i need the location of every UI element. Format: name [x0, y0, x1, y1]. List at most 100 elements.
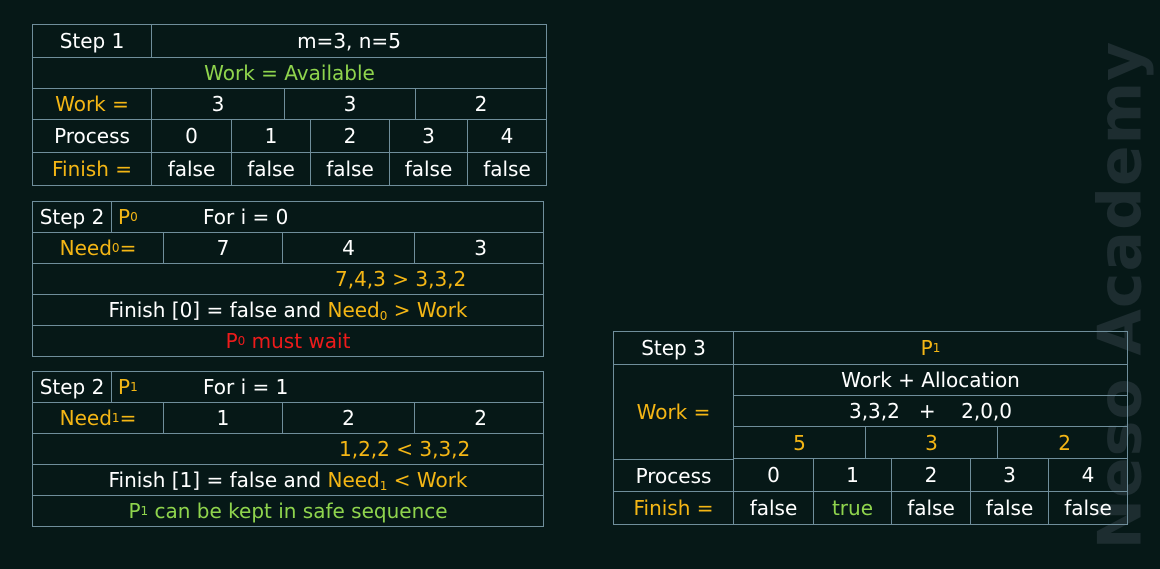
- step3-process-1: 1: [813, 459, 891, 491]
- step3-process-row: 0 1 2 3 4: [734, 458, 1127, 491]
- step2-p1-cond-row: Finish [1] = false and Need1 < Work: [33, 464, 543, 495]
- step2-p1-compare-row: 1,2,2 < 3,3,2: [33, 433, 543, 464]
- step2-p0-proc-name: P: [118, 205, 131, 229]
- step2-p0-cond-need-text: Need: [327, 298, 380, 322]
- step1-params: m=3, n=5: [151, 25, 546, 57]
- step2-p0-need-label-text: Need: [59, 236, 112, 260]
- step2-p1-cond-need-text: Need: [327, 468, 380, 492]
- step2-p1-need-0: 1: [163, 403, 282, 433]
- step2-p0-cond: Finish [0] = false and Need0 > Work: [33, 295, 543, 325]
- step2-p1-header-spacer: [321, 372, 543, 402]
- step2-p0-cond-rest: > Work: [387, 298, 468, 322]
- step3-finish-2: false: [891, 492, 970, 524]
- step1-finish-2: false: [310, 153, 389, 185]
- step3-finish-row: false true false false false: [734, 491, 1127, 524]
- step2-p1-compare: 1,2,2 < 3,3,2: [339, 437, 471, 461]
- step3-work-row: 5 3 2: [734, 426, 1127, 458]
- step2-p1-need-1: 2: [282, 403, 414, 433]
- step1-header-row: Step 1 m=3, n=5: [33, 25, 546, 57]
- step1-finish-0: false: [151, 153, 231, 185]
- step1-work-1: 3: [284, 89, 415, 119]
- step2-p1-cond-text: Finish [1] = false and: [108, 468, 328, 492]
- step2-p1-result-p: P: [128, 499, 141, 523]
- step3-work-0: 5: [793, 430, 806, 455]
- step2-p1-label: Step 2: [39, 375, 105, 399]
- step2-p1-cond-rest: < Work: [387, 468, 468, 492]
- step1-label: Step 1: [59, 29, 125, 53]
- step3-proc-name: P: [920, 336, 933, 360]
- step2-p1-cond-need-sub: 1: [379, 479, 388, 493]
- step2-p0-cond-need: Need0 > Work: [327, 298, 467, 322]
- step1-work-eq: Work = Available: [204, 61, 375, 85]
- step2-p0-cond-need-sub: 0: [379, 309, 388, 323]
- step2-p0-need-2: 3: [414, 233, 543, 263]
- step2-p1-cond: Finish [1] = false and Need1 < Work: [33, 465, 543, 495]
- step1-table: Step 1 m=3, n=5 Work = Available Work = …: [32, 24, 547, 186]
- step3-sum: 3,3,2 + 2,0,0: [734, 395, 1127, 426]
- step2-p0-need-0: 7: [163, 233, 282, 263]
- step1-finish-row: Finish = false false false false false: [33, 152, 546, 185]
- step2-p0-result-p: P: [225, 329, 238, 353]
- step3-work-label: Work =: [614, 364, 733, 459]
- step2-p0-cond-text: Finish [0] = false and: [108, 298, 328, 322]
- step1-finish-1: false: [231, 153, 310, 185]
- step2-p0-cond-row: Finish [0] = false and Need0 > Work: [33, 294, 543, 325]
- step1-work-0: 3: [151, 89, 284, 119]
- step2-p0-header-spacer: [321, 202, 543, 232]
- step2-p1-need-label-text: Need: [59, 406, 112, 430]
- step1-process-1: 1: [231, 120, 310, 152]
- step2-p0-compare: 7,4,3 > 3,3,2: [335, 267, 467, 291]
- step3-process-4: 4: [1048, 459, 1127, 491]
- step1-finish-4: false: [467, 153, 546, 185]
- step3-finish-1: true: [813, 492, 891, 524]
- step2-p1-result-text: can be kept in safe sequence: [148, 499, 448, 523]
- step3-finish-0: false: [749, 496, 798, 520]
- step1-finish-label: Finish =: [51, 157, 133, 181]
- step2-p0-label: Step 2: [39, 205, 105, 229]
- step1-work-row: Work = 3 3 2: [33, 88, 546, 119]
- step3-finish-label: Finish =: [614, 491, 733, 523]
- step1-process-3: 3: [389, 120, 467, 152]
- step3-formula: Work + Allocation: [734, 364, 1127, 395]
- step2-p1-cond-need: Need1 < Work: [327, 468, 467, 492]
- step2-p0-need-label-eq: =: [119, 236, 137, 260]
- step2-p1-need-label-eq: =: [119, 406, 137, 430]
- step1-process-2: 2: [310, 120, 389, 152]
- step2-p1-for: For i = 1: [203, 375, 289, 399]
- step2-p0-need-1: 4: [282, 233, 414, 263]
- step1-finish-3: false: [389, 153, 467, 185]
- step1-process-row: Process 0 1 2 3 4: [33, 119, 546, 152]
- step3-process-3: 3: [970, 459, 1048, 491]
- step3-process-0: 0: [767, 463, 780, 487]
- step3-finish-3: false: [970, 492, 1048, 524]
- step3-finish-4: false: [1048, 492, 1127, 524]
- step3-process-label: Process: [614, 459, 733, 491]
- step1-work-label: Work =: [55, 92, 129, 116]
- step2-p0-compare-row: 7,4,3 > 3,3,2: [33, 263, 543, 294]
- step3-process-2: 2: [891, 459, 970, 491]
- step3-label: Step 3: [641, 336, 706, 360]
- step2-p0-for: For i = 0: [203, 205, 289, 229]
- step1-process-0: 0: [151, 120, 231, 152]
- step3-work-1: 3: [865, 427, 997, 458]
- step1-work-2: 2: [415, 89, 546, 119]
- step1-work-eq-row: Work = Available: [33, 57, 546, 88]
- step2-p0-result-text: must wait: [245, 329, 351, 353]
